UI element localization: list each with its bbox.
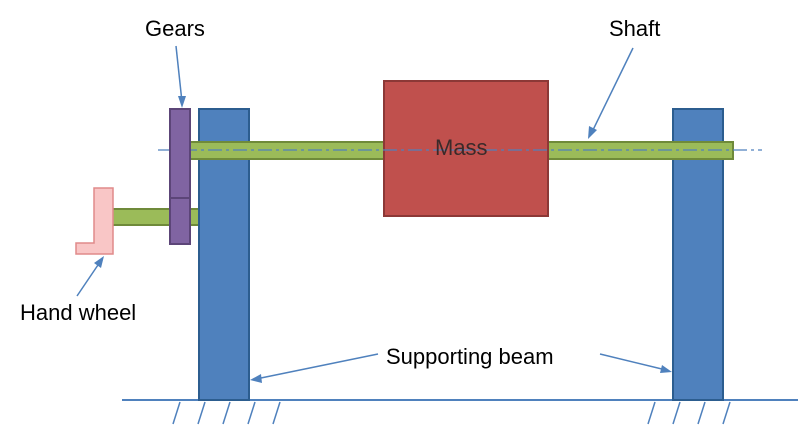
gear-upper (169, 108, 191, 199)
supporting-beam-left-pointer (250, 353, 379, 383)
shaft-pointer (588, 47, 634, 139)
mass-block (383, 80, 549, 217)
supporting-beam-label: Supporting beam (386, 344, 554, 369)
hand-wheel-label: Hand wheel (20, 300, 136, 325)
mass-label: Mass (435, 135, 488, 160)
ground-hatch-left (172, 401, 281, 425)
gears-label: Gears (145, 16, 205, 41)
ground-hatch-right (647, 401, 731, 425)
supporting-beam-right-pointer (599, 353, 672, 373)
shaft-label: Shaft (609, 16, 660, 41)
hand-wheel (75, 187, 114, 255)
gears-pointer (175, 45, 186, 108)
hand-wheel-pointer (76, 256, 104, 297)
gear-lower (169, 197, 191, 245)
